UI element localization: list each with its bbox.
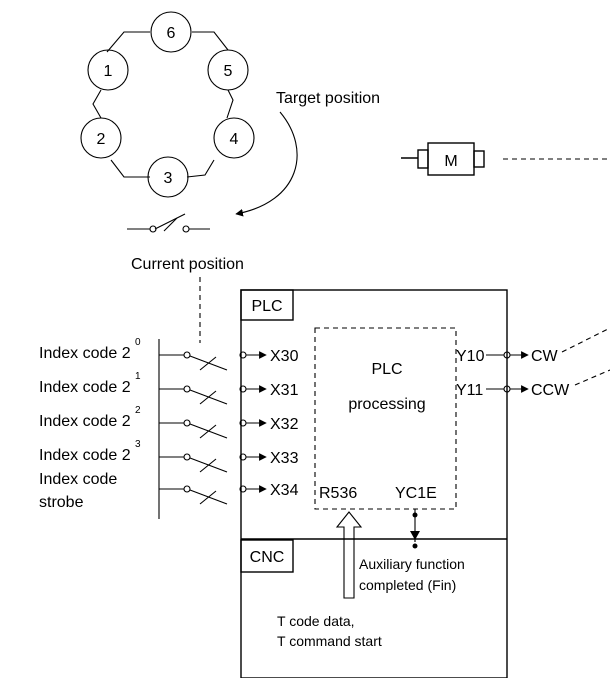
fin-line2: completed (Fin): [359, 577, 456, 593]
input-exponent: 0: [135, 337, 141, 348]
input-exponent: 3: [135, 439, 141, 450]
processing-line1: PLC: [371, 361, 402, 378]
input-label-line2: strobe: [39, 494, 84, 511]
output-signal: CW: [531, 348, 559, 365]
output-device: Y11: [456, 382, 483, 399]
input-label: Index code: [39, 471, 117, 488]
plc-processing-box: [314, 327, 457, 510]
svg-text:6: 6: [167, 25, 176, 42]
input-exponent: 1: [135, 371, 141, 382]
fin-line1: Auxiliary function: [359, 556, 465, 572]
input-label: Index code 2: [39, 413, 131, 430]
output-signal: CCW: [531, 382, 570, 399]
station-2: 2: [80, 117, 122, 159]
plc-title-box: [240, 289, 294, 321]
tcode-line2: T command start: [277, 633, 382, 649]
motor-label: M: [444, 153, 457, 170]
input-exponent: 2: [135, 405, 141, 416]
output-row-0: Y10 CW: [456, 327, 610, 365]
input-label: Index code 2: [39, 447, 131, 464]
svg-text:3: 3: [164, 170, 173, 187]
input-row-1: Index code 2 1 X31: [39, 371, 299, 405]
plc-title: PLC: [251, 298, 282, 315]
svg-text:5: 5: [224, 63, 233, 80]
svg-text:4: 4: [230, 131, 239, 148]
fin-signal-line: [410, 509, 420, 549]
input-device: X34: [270, 482, 299, 499]
controller-box: [240, 289, 508, 678]
input-row-2: Index code 2 2 X32: [39, 405, 299, 439]
station-5: 5: [207, 49, 249, 91]
output-device: Y10: [456, 348, 485, 365]
station-3: 3: [147, 156, 189, 198]
processing-line2: processing: [348, 396, 425, 413]
target-arrow: [235, 111, 298, 217]
svg-text:2: 2: [97, 131, 106, 148]
input-label: Index code 2: [39, 345, 131, 362]
station-4: 4: [213, 117, 255, 159]
r-device-label: R536: [319, 485, 357, 502]
svg-text:1: 1: [104, 63, 113, 80]
tcode-line1: T code data,: [277, 613, 355, 629]
output-row-1: Y11 CCW: [456, 369, 610, 399]
input-device: X33: [270, 450, 299, 467]
input-row-4: Index code strobe X34: [39, 471, 299, 511]
target-position-label: Target position: [276, 90, 380, 107]
current-position-switch: [127, 213, 210, 233]
input-device: X30: [270, 348, 299, 365]
yc-device-label: YC1E: [395, 485, 437, 502]
station-6: 6: [150, 11, 192, 53]
input-row-3: Index code 2 3 X33: [39, 439, 299, 473]
input-device: X32: [270, 416, 299, 433]
motor: M: [401, 142, 485, 176]
station-1: 1: [87, 49, 129, 91]
current-position-label: Current position: [131, 256, 244, 273]
input-label: Index code 2: [39, 379, 131, 396]
cnc-title: CNC: [250, 549, 285, 566]
turret-ring: [92, 31, 234, 178]
turret: 6 5 4 3 2 1: [80, 11, 255, 198]
input-device: X31: [270, 382, 299, 399]
tcode-hollow-arrow: [335, 511, 363, 599]
cnc-title-box: [240, 539, 294, 573]
input-row-0: Index code 2 0 X30: [39, 337, 299, 371]
